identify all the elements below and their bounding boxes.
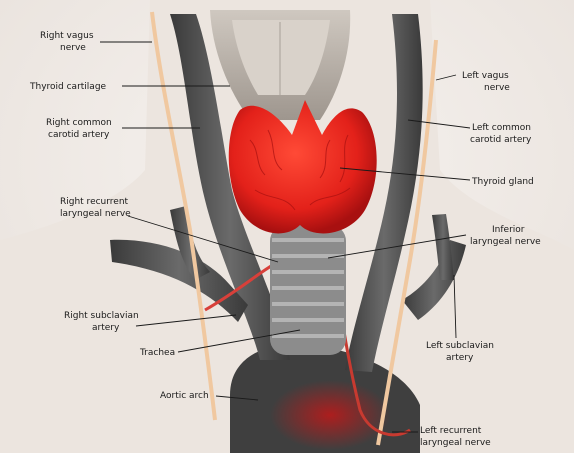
label-right-common-line2: carotid artery [48, 130, 110, 140]
label-thyroid-gland: Thyroid gland [471, 177, 534, 187]
label-inferior-line1: Inferior [492, 225, 525, 235]
label-left-common-line2: carotid artery [470, 135, 532, 145]
label-right-recurrent-line1: Right recurrent [60, 197, 129, 207]
label-right-common-line1: Right common [46, 118, 112, 128]
label-thyroid-cartilage: Thyroid cartilage [29, 82, 107, 92]
label-left-subclavian-line1: Left subclavian [426, 341, 494, 351]
label-inferior-line2: laryngeal nerve [470, 237, 541, 247]
label-left-recurrent-line1: Left recurrent [420, 426, 482, 436]
label-left-vagus-line1: Left vagus [462, 71, 509, 81]
label-left-recurrent-line2: laryngeal nerve [420, 438, 491, 448]
label-left-vagus-line2: nerve [484, 83, 510, 93]
label-right-subclavian-line2: artery [92, 323, 120, 333]
thyroid-gland [229, 100, 377, 233]
label-trachea: Trachea [139, 348, 175, 358]
label-right-vagus-line1: Right vagus [40, 31, 94, 41]
label-right-vagus-line2: nerve [60, 43, 86, 53]
trachea [270, 225, 346, 355]
label-left-subclavian-line2: artery [446, 353, 474, 363]
label-left-common-line1: Left common [472, 123, 531, 133]
label-right-subclavian-line1: Right subclavian [64, 311, 139, 321]
label-aortic-arch: Aortic arch [160, 391, 209, 401]
label-right-recurrent-line2: laryngeal nerve [60, 209, 131, 219]
